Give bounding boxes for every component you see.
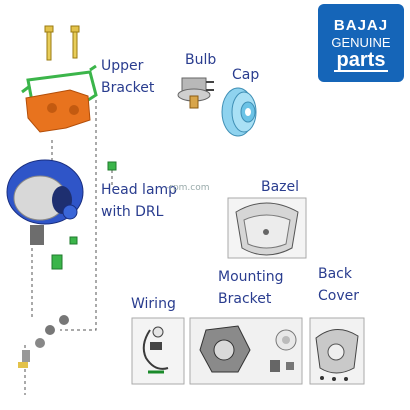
cap-part (221, 87, 257, 137)
logo-brand: BAJAJ (333, 17, 389, 34)
label-upper-bracket: Upper Bracket (101, 58, 154, 97)
label-head-lamp-line1: Head lamp (101, 182, 178, 198)
bazel-photo (227, 197, 307, 259)
upper-bracket-part (21, 64, 98, 133)
label-mounting-bracket: Mounting Bracket (218, 269, 284, 308)
logo-line2: GENUINE (331, 35, 391, 50)
wiring-photo (131, 317, 185, 385)
bajaj-genuine-parts-logo: BAJAJ GENUINE parts (318, 4, 404, 82)
label-bazel: Bazel (261, 179, 300, 195)
label-upper-bracket-line2: Bracket (101, 80, 155, 96)
back-cover-photo (309, 317, 365, 385)
watermark: -rpm.com (166, 183, 210, 193)
green-clips (51, 161, 117, 270)
label-back-cover: Back Cover (318, 266, 359, 305)
label-head-lamp-line2: with DRL (101, 204, 164, 220)
label-back-cover-line1: Back (318, 266, 352, 282)
fasteners-bottom (18, 315, 69, 368)
screws-top (44, 25, 80, 61)
assembly-guide-lines (24, 100, 113, 395)
label-wiring: Wiring (131, 296, 176, 312)
bulb-part (177, 77, 214, 109)
label-mounting-bracket-line2: Bracket (218, 291, 272, 307)
label-bulb: Bulb (185, 52, 217, 68)
logo-line3: parts (318, 50, 404, 72)
label-head-lamp: Head lamp with DRL (101, 182, 177, 221)
label-mounting-bracket-line1: Mounting (218, 269, 284, 285)
label-back-cover-line2: Cover (318, 288, 359, 304)
mounting-bracket-photo (189, 317, 303, 385)
label-upper-bracket-line1: Upper (101, 58, 144, 74)
label-cap: Cap (232, 67, 260, 83)
head-lamp-part (6, 159, 84, 245)
